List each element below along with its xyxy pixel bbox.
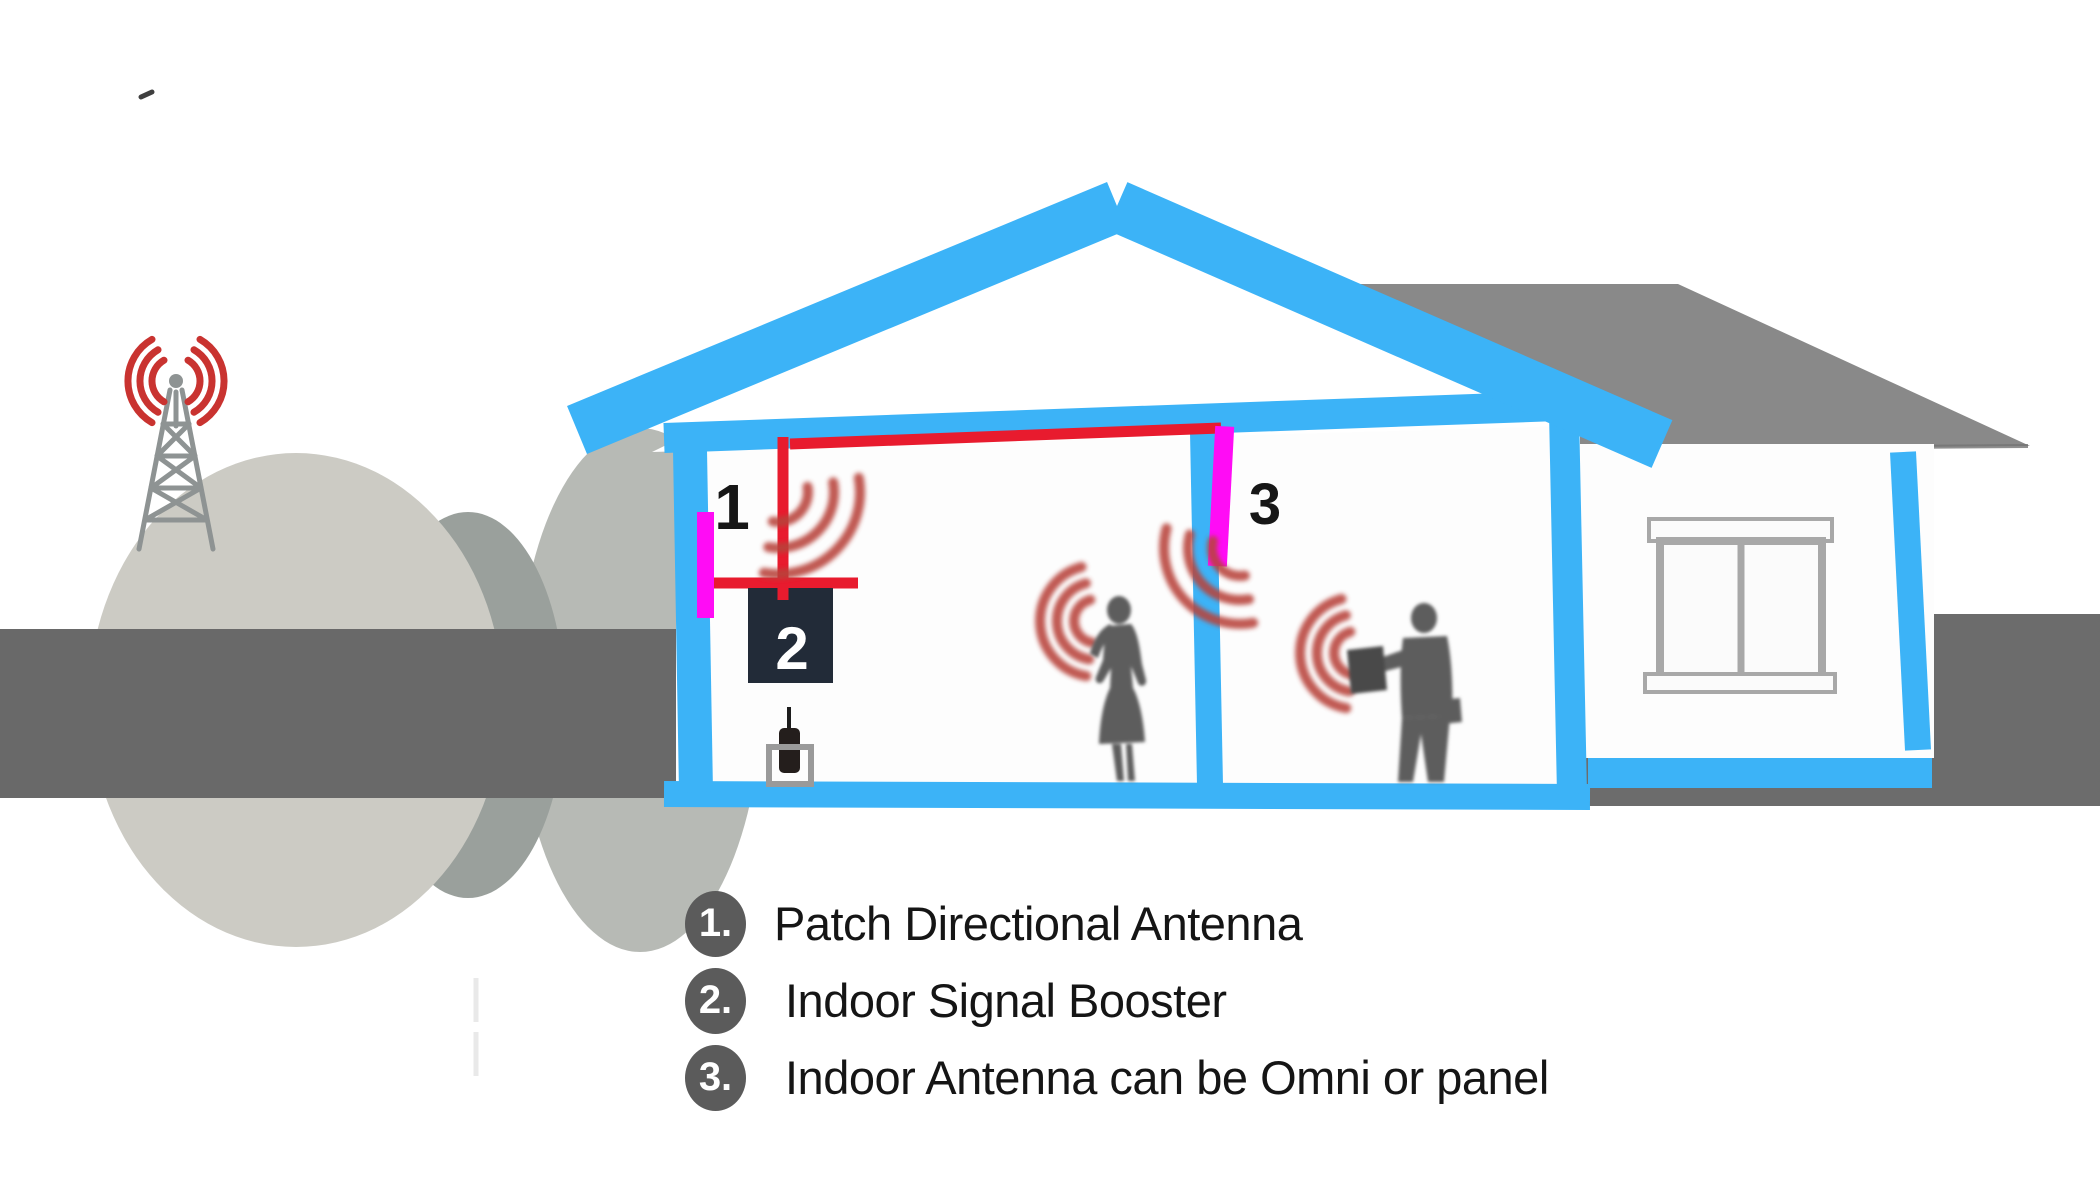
right-wall bbox=[1549, 411, 1587, 795]
roof-left bbox=[567, 181, 1127, 455]
stray-mark bbox=[138, 89, 155, 100]
legend-number-badge: 3. bbox=[685, 1044, 746, 1111]
radio-waves-icon bbox=[124, 335, 228, 427]
person-woman bbox=[1090, 596, 1147, 781]
legend-item-label: Patch Directional Antenna bbox=[774, 897, 1303, 950]
house-outline bbox=[567, 181, 1673, 810]
phone-icon bbox=[779, 728, 800, 773]
back-house bbox=[1146, 214, 2030, 788]
legend-item-label: Indoor Antenna can be Omni or panel bbox=[785, 1051, 1549, 1104]
legend: 1. Patch Directional Antenna 2. Indoor S… bbox=[685, 890, 1549, 1121]
legend-item-label: Indoor Signal Booster bbox=[785, 974, 1227, 1027]
legend-item-2: 2. Indoor Signal Booster bbox=[685, 967, 1549, 1034]
booster-box bbox=[748, 588, 833, 683]
legend-number-badge: 1. bbox=[685, 890, 746, 957]
floor bbox=[663, 781, 1591, 810]
tablet-icon bbox=[1347, 646, 1387, 694]
booster-box-label: 2 bbox=[775, 615, 808, 682]
wing-right-edge bbox=[1890, 451, 1931, 751]
antenna-3 bbox=[1207, 425, 1235, 567]
callout-1: 1 bbox=[714, 471, 750, 543]
person-man bbox=[1347, 603, 1462, 782]
cell-tower-icon bbox=[136, 374, 216, 552]
roof-right bbox=[1106, 182, 1673, 468]
phone-dock bbox=[766, 707, 814, 787]
main-house: 2 1 3 bbox=[567, 181, 1673, 810]
ceiling-beam bbox=[663, 391, 1559, 453]
callout-3: 3 bbox=[1249, 472, 1281, 537]
ground-left bbox=[0, 629, 700, 798]
legend-number-badge: 2. bbox=[685, 967, 746, 1034]
radio-waves-icon bbox=[758, 472, 1358, 714]
window bbox=[1643, 517, 1837, 694]
gable-interior bbox=[652, 224, 1568, 452]
cable-ceiling bbox=[789, 422, 1222, 450]
dock-icon bbox=[766, 744, 814, 787]
legend-item-1: 1. Patch Directional Antenna bbox=[685, 890, 1549, 957]
left-wall bbox=[673, 449, 713, 793]
divider-wall bbox=[1190, 431, 1223, 786]
legend-item-3: 3. Indoor Antenna can be Omni or panel bbox=[685, 1044, 1549, 1111]
antenna-1 bbox=[697, 512, 714, 618]
